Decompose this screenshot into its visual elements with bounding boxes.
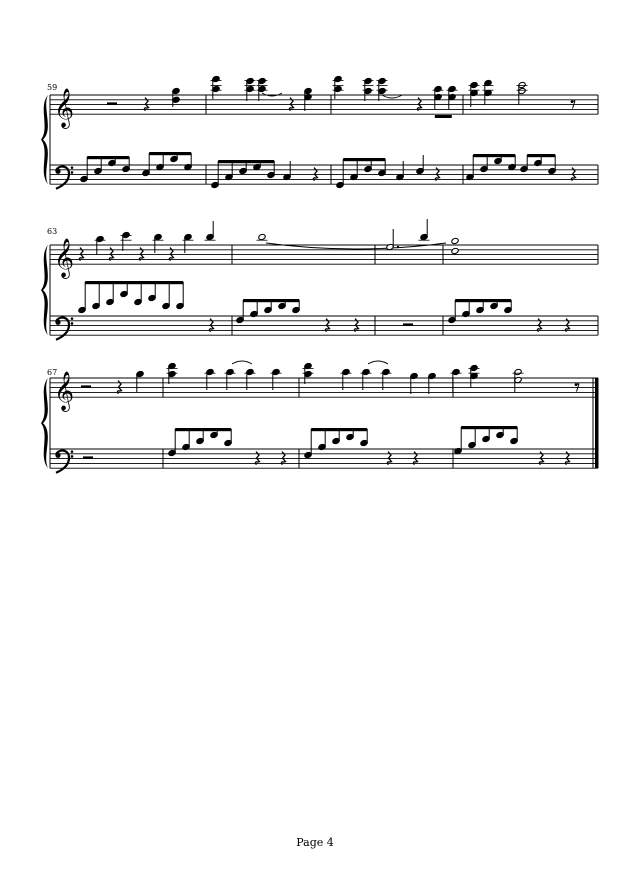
note-head xyxy=(246,85,254,93)
beam xyxy=(243,299,300,303)
beam xyxy=(87,156,130,160)
quarter-rest xyxy=(254,451,261,466)
note-head xyxy=(172,96,180,103)
page-number: Page 4 xyxy=(296,836,334,849)
beam xyxy=(85,281,184,285)
quarter-rest xyxy=(564,451,571,466)
beam xyxy=(218,160,275,164)
quarter-rest xyxy=(138,247,145,262)
beam xyxy=(175,428,232,432)
slur xyxy=(231,360,253,365)
eighth-rest xyxy=(572,100,576,109)
note-head xyxy=(212,85,220,93)
bass-clef-icon xyxy=(55,319,61,325)
measure-number: 63 xyxy=(47,227,57,236)
quarter-rest xyxy=(108,247,115,262)
treble-clef-icon: 𝄞 xyxy=(54,88,74,129)
quarter-rest xyxy=(536,318,543,333)
brace xyxy=(41,95,48,185)
treble-clef-icon: 𝄞 xyxy=(54,371,74,412)
quarter-rest xyxy=(386,451,393,466)
staff-system: 𝄞67 xyxy=(41,368,599,474)
quarter-rest xyxy=(538,451,545,466)
quarter-rest xyxy=(434,167,441,182)
bass-clef-icon xyxy=(55,168,61,174)
beam xyxy=(473,154,516,158)
quarter-rest xyxy=(143,97,150,112)
bass-clef-icon xyxy=(70,317,74,320)
treble-clef-icon: 𝄞 xyxy=(54,238,74,279)
tie xyxy=(261,92,283,97)
bass-clef-icon xyxy=(54,449,71,474)
systems-layer: 𝄞59𝄞63𝄞67 xyxy=(41,75,599,474)
note-head xyxy=(304,370,312,378)
beam xyxy=(434,115,452,118)
bass-clef-icon xyxy=(70,450,74,453)
bass-clef-icon xyxy=(54,165,71,190)
quarter-rest xyxy=(353,318,360,333)
note-head xyxy=(168,370,176,378)
quarter-rest xyxy=(116,380,123,395)
note-head xyxy=(378,87,386,95)
beam xyxy=(455,299,512,303)
staff-system: 𝄞 63 xyxy=(41,227,599,341)
quarter-rest xyxy=(168,247,175,262)
brace xyxy=(41,378,48,469)
beam xyxy=(527,154,556,158)
note-head xyxy=(258,233,266,241)
slur xyxy=(367,360,389,365)
system-3-notes xyxy=(81,360,580,466)
note-head xyxy=(470,372,478,380)
quarter-rest xyxy=(412,451,419,466)
beam xyxy=(149,152,192,156)
bass-clef-icon xyxy=(70,171,74,174)
beam xyxy=(461,426,518,430)
beam xyxy=(311,428,368,432)
quarter-rest xyxy=(280,451,287,466)
tie xyxy=(265,242,447,250)
quarter-rest xyxy=(570,167,577,182)
quarter-rest xyxy=(312,167,319,182)
note-head xyxy=(451,237,459,245)
note-head xyxy=(364,87,372,95)
measure-number: 59 xyxy=(47,83,57,92)
dot xyxy=(396,245,400,249)
measure-number: 67 xyxy=(47,368,57,377)
note-head xyxy=(334,85,342,93)
quarter-rest xyxy=(288,97,295,112)
quarter-rest xyxy=(208,318,215,333)
staff-system: 𝄞59 xyxy=(41,83,599,190)
brace xyxy=(41,245,48,336)
system-2-notes xyxy=(78,219,571,333)
quarter-rest xyxy=(416,97,423,112)
bass-clef-icon xyxy=(54,316,71,341)
note-head xyxy=(484,89,492,97)
beam xyxy=(343,158,386,162)
bass-clef-icon xyxy=(55,452,61,458)
half-rest xyxy=(83,456,93,459)
quarter-rest xyxy=(564,318,571,333)
bass-clef-icon xyxy=(70,322,74,325)
quarter-rest xyxy=(324,318,331,333)
note-head xyxy=(470,89,478,97)
final-barline-thick xyxy=(595,378,599,469)
bass-clef-icon xyxy=(70,455,74,458)
half-rest xyxy=(81,385,91,388)
bass-clef-icon xyxy=(70,166,74,169)
note-head xyxy=(451,247,459,255)
note-head xyxy=(434,93,442,101)
note-head xyxy=(258,85,266,93)
tie xyxy=(381,94,403,99)
system-1-notes xyxy=(80,75,577,189)
note-head xyxy=(448,93,456,101)
half-rest xyxy=(107,102,117,105)
half-rest xyxy=(403,323,413,326)
eighth-rest xyxy=(576,383,580,392)
quarter-rest xyxy=(78,247,85,262)
note-head xyxy=(304,93,312,101)
